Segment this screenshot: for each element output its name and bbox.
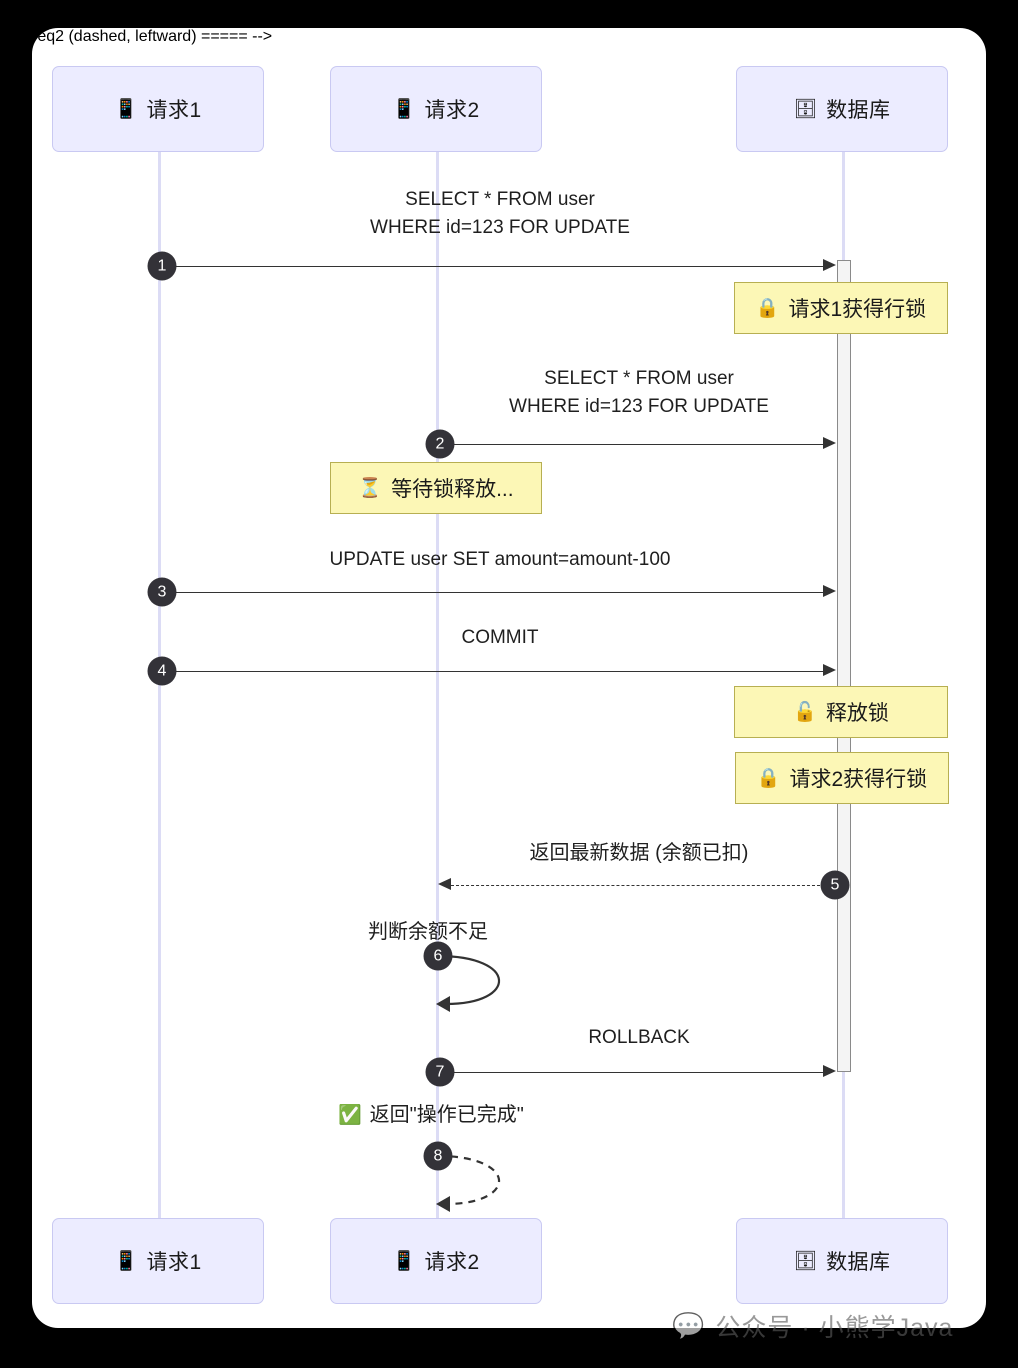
sequence-badge-1: 1	[147, 251, 177, 281]
message-label-6: 判断余额不足	[368, 921, 488, 943]
message-label-1: SELECT * FROM user WHERE id=123 FOR UPDA…	[370, 189, 630, 238]
note-label-req2-acquired-lock: 请求2获得行锁	[789, 768, 928, 791]
participant-label-req2-top: 请求2	[424, 99, 480, 122]
mobile-phone-icon: 📱	[114, 1250, 139, 1272]
database-cabinet-icon: 🗄	[793, 98, 819, 120]
participant-label-req2-bottom: 请求2	[424, 1251, 480, 1274]
note-label-release-lock: 释放锁	[825, 702, 889, 725]
sequence-badge-3: 3	[147, 577, 177, 607]
sequence-badge-7: 7	[425, 1057, 455, 1087]
unlocked-icon: 🔓	[793, 701, 817, 723]
message-arrowhead-3	[823, 585, 836, 597]
message-arrow-7	[438, 1072, 824, 1073]
message-arrow-3	[160, 592, 824, 593]
self-loop-arrow-8	[436, 1154, 501, 1212]
activation-bar-db	[837, 260, 851, 1072]
message-label-8-text: 返回"操作已完成"	[369, 1104, 524, 1126]
note-label-req1-acquired-lock: 请求1获得行锁	[788, 298, 927, 321]
locked-icon: 🔒	[756, 767, 781, 789]
message-arrowhead-5	[438, 878, 451, 890]
sequence-badge-6: 6	[423, 941, 453, 971]
lifeline-req1	[158, 152, 161, 1252]
mobile-phone-icon: 📱	[114, 98, 139, 120]
hourglass-icon: ⏳	[358, 477, 383, 499]
sequence-badge-8: 8	[423, 1141, 453, 1171]
mobile-phone-icon: 📱	[392, 1250, 417, 1272]
participant-box-req1-bottom[interactable]: 📱 请求1	[52, 1218, 264, 1304]
message-arrowhead-7	[823, 1065, 836, 1077]
message-label-8: ✅ 返回"操作已完成"	[338, 1101, 524, 1130]
participant-box-db-top[interactable]: 🗄 数据库	[736, 66, 948, 152]
message-label-5: 返回最新数据 (余额已扣)	[529, 842, 749, 864]
locked-icon: 🔒	[755, 297, 780, 319]
message-arrow-2	[438, 444, 824, 445]
check-mark-button-icon: ✅	[338, 1105, 362, 1126]
message-arrow-5	[451, 885, 825, 886]
message-label-3: UPDATE user SET amount=amount-100	[329, 549, 671, 570]
participant-box-req2-bottom[interactable]: 📱 请求2	[330, 1218, 542, 1304]
mobile-phone-icon: 📱	[392, 98, 417, 120]
message-label-2: SELECT * FROM user WHERE id=123 FOR UPDA…	[509, 368, 769, 417]
message-arrowhead-1	[823, 259, 836, 271]
participant-label-req1-top: 请求1	[146, 99, 202, 122]
note-waiting-for-lock: ⏳ 等待锁释放...	[330, 462, 542, 514]
participant-label-db-top: 数据库	[826, 99, 891, 122]
self-loop-arrow-6	[436, 954, 501, 1012]
sequence-diagram-canvas: 📱 请求1 📱 请求2 🗄 数据库 SELECT * FROM user WHE…	[32, 28, 986, 1328]
note-label-waiting-for-lock: 等待锁释放...	[391, 478, 514, 501]
message-arrow-4	[160, 671, 824, 672]
note-release-lock: 🔓 释放锁	[734, 686, 948, 738]
participant-box-req2-top[interactable]: 📱 请求2	[330, 66, 542, 152]
note-req1-acquired-lock: 🔒 请求1获得行锁	[734, 282, 948, 334]
note-req2-acquired-lock: 🔒 请求2获得行锁	[735, 752, 949, 804]
message-arrowhead-2	[823, 437, 836, 449]
sequence-badge-2: 2	[425, 429, 455, 459]
participant-box-db-bottom[interactable]: 🗄 数据库	[736, 1218, 948, 1304]
sequence-badge-5: 5	[820, 870, 850, 900]
message-arrow-1	[160, 266, 824, 267]
participant-label-req1-bottom: 请求1	[146, 1251, 202, 1274]
database-cabinet-icon: 🗄	[793, 1250, 819, 1272]
message-label-4: COMMIT	[461, 627, 539, 648]
participant-box-req1-top[interactable]: 📱 请求1	[52, 66, 264, 152]
lifeline-req2	[436, 152, 439, 1252]
diagram-card: 📱 请求1 📱 请求2 🗄 数据库 SELECT * FROM user WHE…	[32, 28, 986, 1328]
message-label-7: ROLLBACK	[588, 1027, 690, 1048]
sequence-badge-4: 4	[147, 656, 177, 686]
message-arrowhead-4	[823, 664, 836, 676]
participant-label-db-bottom: 数据库	[826, 1251, 891, 1274]
